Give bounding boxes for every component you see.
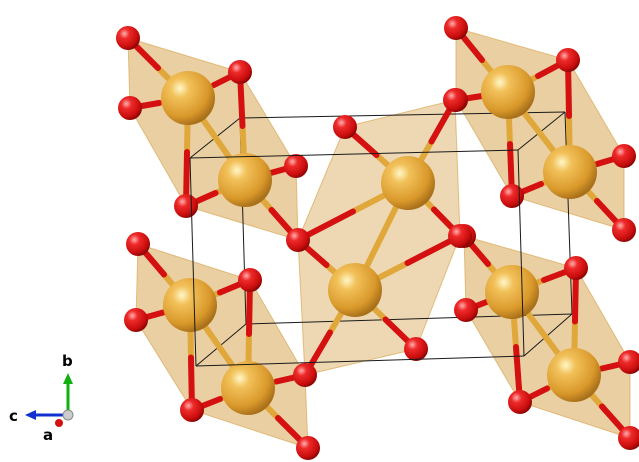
oxygen-atom-icon (238, 268, 262, 292)
oxygen-atom-icon (296, 436, 320, 460)
c-axis-arrowhead (25, 410, 36, 420)
axis-origin (62, 409, 74, 421)
oxygen-atom-icon (443, 88, 467, 112)
a-axis-label: a (43, 426, 53, 444)
b-axis-label: b (62, 352, 73, 370)
metal-atom-icon (221, 361, 275, 415)
oxygen-atom-icon (180, 398, 204, 422)
metal-atom-icon (218, 153, 272, 207)
oxygen-atom-icon (286, 228, 310, 252)
c-axis-label: c (9, 407, 18, 425)
oxygen-atom-icon (333, 115, 357, 139)
oxygen-atom-icon (293, 363, 317, 387)
oxygen-atom-icon (564, 256, 588, 280)
metal-atom-icon (161, 71, 215, 125)
oxygen-atom-icon (116, 26, 140, 50)
metal-atom-icon (163, 278, 217, 332)
oxygen-atom-icon (618, 350, 639, 374)
oxygen-atom-icon (454, 298, 478, 322)
oxygen-atom-icon (124, 308, 148, 332)
oxygen-atom-icon (500, 184, 524, 208)
axis-indicator: b c a (9, 352, 74, 444)
oxygen-atom-icon (612, 144, 636, 168)
metal-atom-icon (481, 65, 535, 119)
oxygen-atom-icon (556, 48, 580, 72)
unit-cell-edge (189, 149, 519, 159)
oxygen-atom-icon (618, 426, 639, 450)
oxygen-atom-icon (444, 16, 468, 40)
unit-cell-edge (189, 157, 197, 367)
oxygen-atom-icon (612, 218, 636, 242)
unit-cell-edge (523, 313, 573, 357)
oxygen-atom-icon (174, 194, 198, 218)
oxygen-atom-icon (508, 390, 532, 414)
oxygen-atom-icon (448, 224, 472, 248)
atoms (116, 16, 639, 460)
oxygen-atom-icon (118, 96, 142, 120)
metal-atom-icon (547, 348, 601, 402)
metal-atom-icon (485, 265, 539, 319)
oxygen-atom-icon (284, 154, 308, 178)
unit-cell-edge (517, 149, 525, 357)
unit-cell-front-edges (189, 149, 525, 367)
a-axis-arrow (55, 419, 63, 427)
oxygen-atom-icon (228, 60, 252, 84)
unit-cell-edge (195, 355, 525, 367)
metal-atom-icon (328, 263, 382, 317)
metal-atom-icon (381, 156, 435, 210)
b-axis-arrowhead (63, 373, 73, 384)
oxygen-atom-icon (404, 337, 428, 361)
oxygen-atom-icon (126, 232, 150, 256)
metal-atom-icon (543, 145, 597, 199)
